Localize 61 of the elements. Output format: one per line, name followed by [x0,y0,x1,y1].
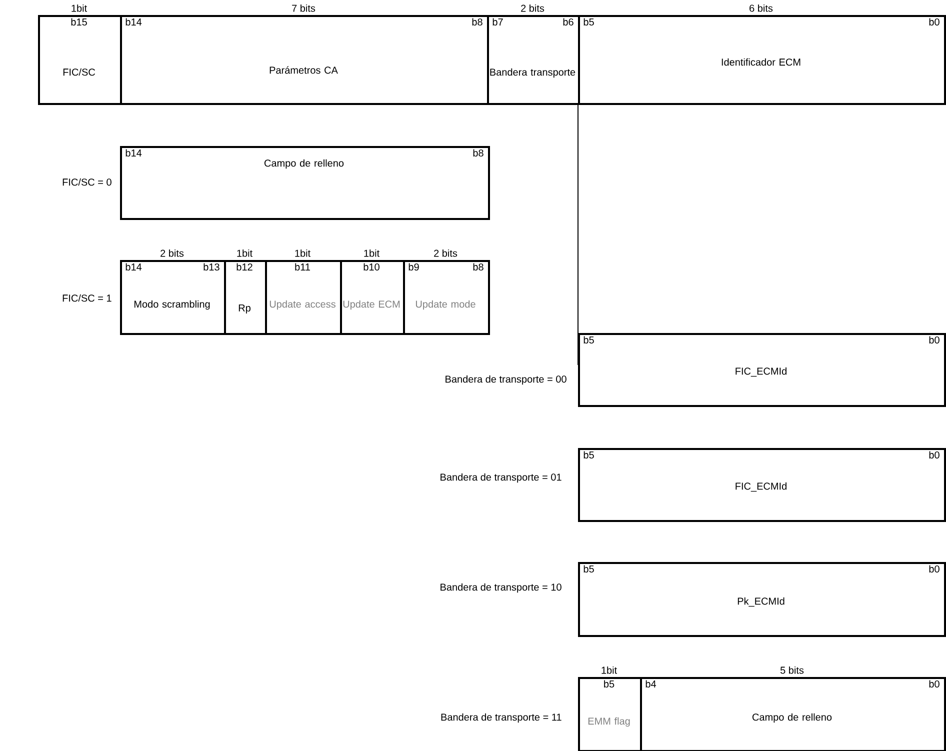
bit-number: b14 [126,18,142,26]
field-name: Campo de relleno [264,159,344,169]
field-name: FIC_ECMId [736,482,786,492]
bit-number: b0 [929,451,940,459]
field-name: Campo de relleno [752,713,832,723]
condition-label: Bandera de transporte = 11 [441,713,562,723]
bit-width-label: 1bit [295,249,310,257]
bit-number: b12 [236,263,252,271]
bit-number: b0 [929,336,940,344]
bit-number: b8 [473,263,484,271]
condition-label: FIC/SC = 0 [62,178,112,186]
field-name: Modo scrambling [134,300,210,310]
field-name: Update access [270,300,336,310]
field-name: Identificador ECM [722,58,800,66]
field-name: FIC/SC [63,68,96,76]
bit-width-label: 1bit [364,249,380,257]
condition-label: Bandera de transporte = 10 [440,583,562,593]
bit-number: b7 [492,18,503,26]
bit-number: b14 [126,149,142,157]
bit-number: b13 [204,263,220,271]
bit-number: b10 [364,263,380,271]
field-name: Pk_ECMId [738,597,784,607]
bit-number: b11 [295,263,310,271]
bit-number: b5 [604,680,614,688]
bit-number: b9 [408,263,419,271]
condition-label: Bandera de transporte = 01 [440,473,562,483]
bit-width-label: 7 bits [292,4,316,12]
bit-number: b15 [71,18,87,26]
bit-number: b8 [472,18,482,26]
field-name: Rp [238,304,250,314]
bit-number: b8 [473,149,484,157]
bit-number: b0 [929,18,940,26]
bit-field-cell [120,146,490,220]
bit-width-label: 1bit [237,249,252,257]
field-name: Update ECM [343,300,400,310]
field-name: Parámetros CA [270,66,338,74]
bit-number: b6 [563,18,574,26]
bit-number: b5 [584,18,594,26]
field-name: FIC_ECMId [736,367,786,377]
condition-label: Bandera de transporte = 00 [446,375,566,385]
bit-number: b5 [584,451,594,459]
bit-field-cell [578,333,946,407]
condition-label: FIC/SC = 1 [62,294,112,302]
bit-width-label: 2 bits [434,249,458,257]
bit-width-label: 6 bits [750,4,773,12]
bit-width-label: 2 bits [160,249,184,257]
bit-number: b0 [929,565,940,573]
bit-number: b5 [584,336,594,344]
bit-field-cell [578,562,946,637]
bit-field-cell [578,448,946,522]
field-name: EMM flag [588,717,630,727]
bit-number: b14 [126,263,142,271]
bit-width-label: 2 bits [521,4,544,12]
bit-width-label: 1bit [602,666,617,674]
bit-number: b0 [929,680,940,688]
field-name: Update mode [416,300,476,310]
field-name: Bandera transporte [490,68,576,78]
bit-number: b4 [646,680,656,688]
bit-width-label: 1bit [72,4,87,12]
bit-width-label: 5 bits [780,666,804,674]
bit-number: b5 [584,565,594,573]
